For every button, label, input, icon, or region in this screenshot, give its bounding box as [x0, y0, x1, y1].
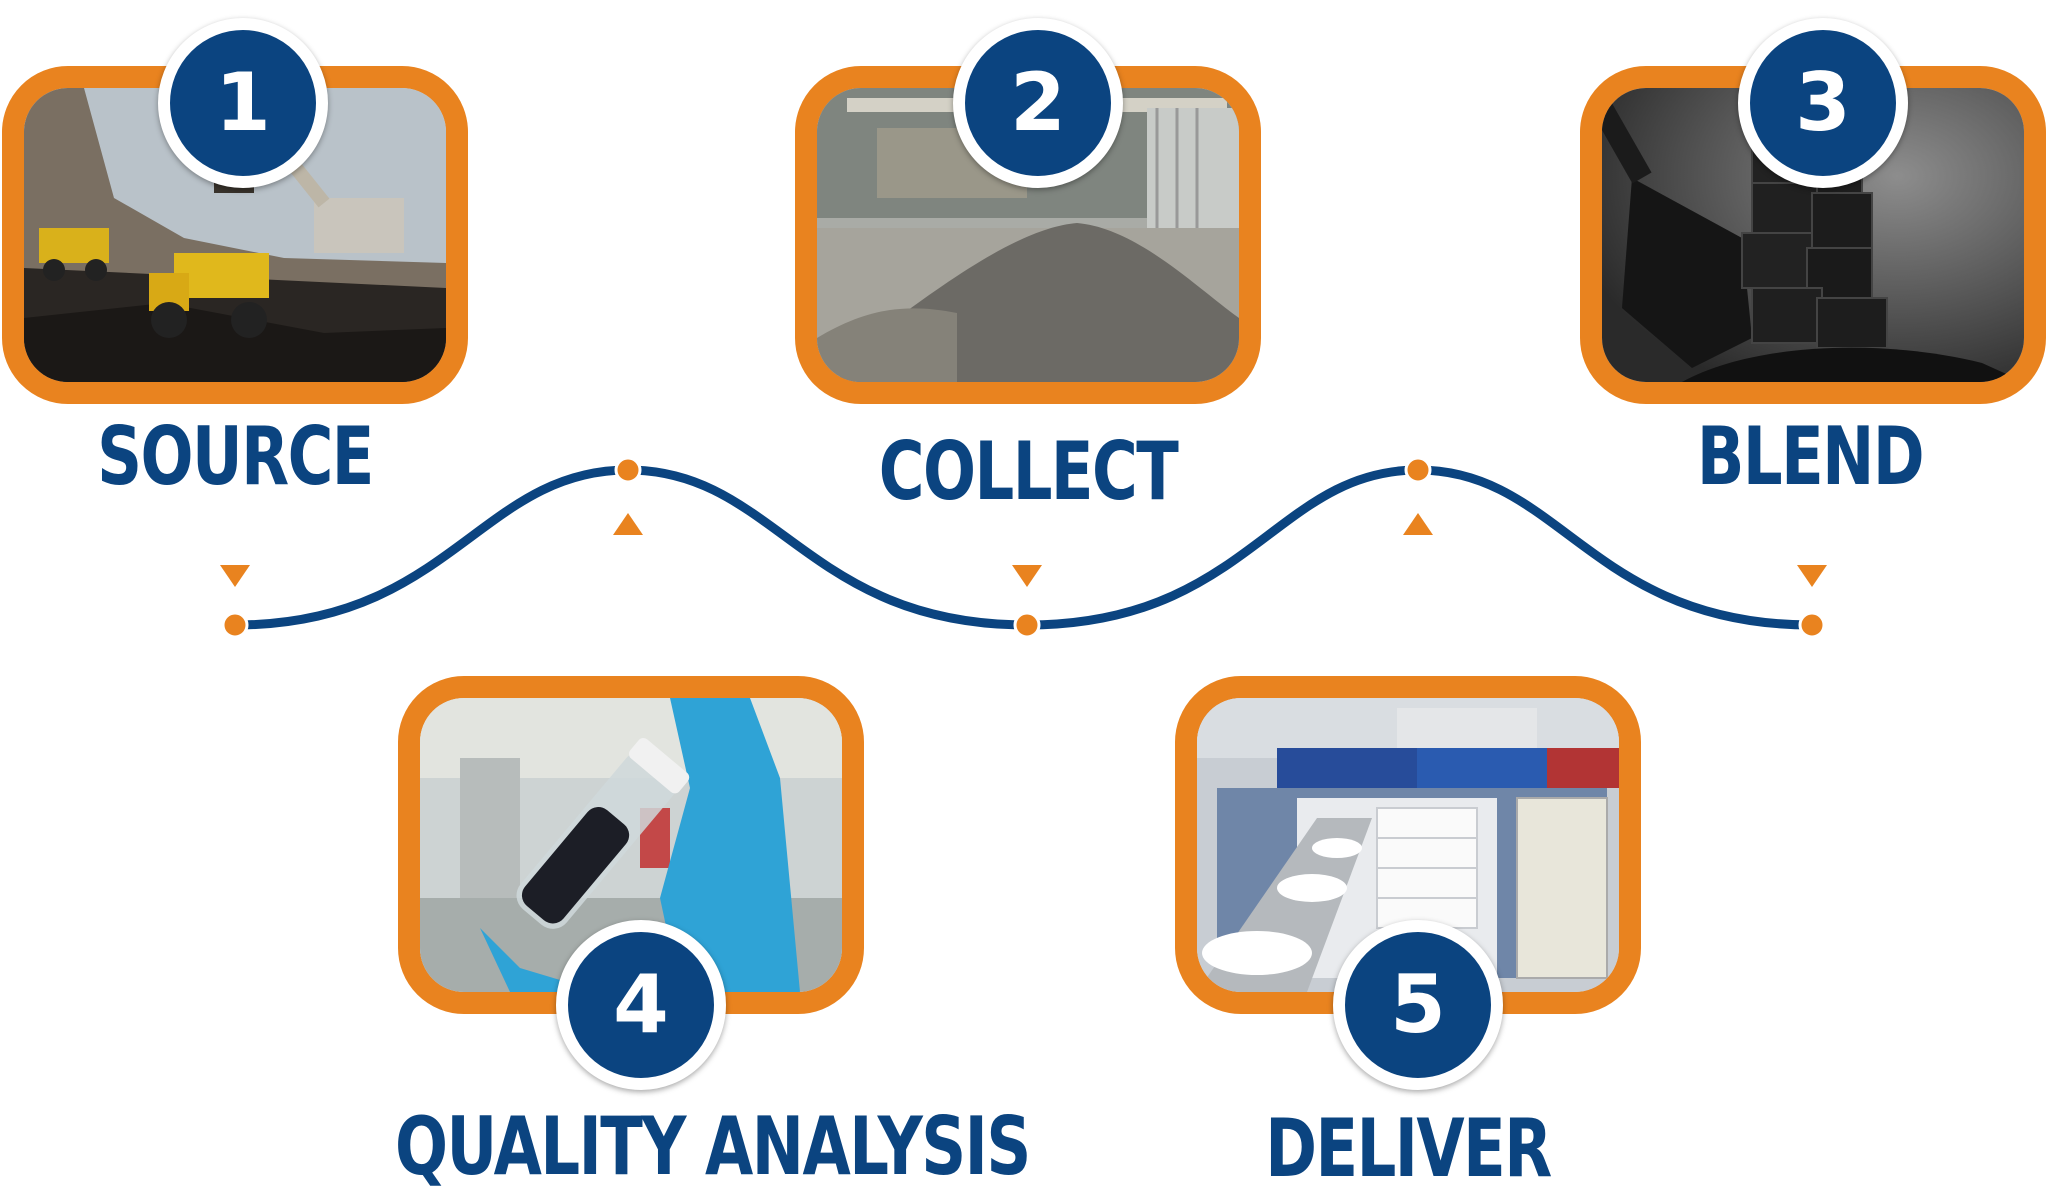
step-5-number: 5 [1390, 958, 1446, 1051]
step-5-number-badge: 5 [1333, 920, 1503, 1090]
path-dot-2 [614, 456, 642, 484]
step-2-number-badge: 2 [953, 18, 1123, 188]
step-3-label: BLEND [1696, 410, 1925, 503]
path-dot-1 [221, 611, 249, 639]
path-dot-3 [1013, 611, 1041, 639]
arrow-up-icon [1403, 513, 1433, 535]
arrow-down-icon [220, 565, 250, 587]
path-dot-4 [1404, 456, 1432, 484]
step-1-photo [2, 66, 468, 404]
arrow-up-icon [613, 513, 643, 535]
step-2-label: COLLECT [878, 425, 1179, 518]
step-1-label: SOURCE [97, 410, 374, 503]
step-4-number-badge: 4 [556, 920, 726, 1090]
step-4-label: QUALITY ANALYSIS [395, 1100, 1031, 1193]
step-5-label: DELIVER [1265, 1102, 1552, 1195]
arrow-down-icon [1797, 565, 1827, 587]
step-4-number: 4 [613, 958, 669, 1051]
arrow-down-icon [1012, 565, 1042, 587]
path-dot-5 [1798, 611, 1826, 639]
step-4-photo [398, 676, 864, 1014]
step-2-number: 2 [1010, 56, 1066, 149]
step-3-number: 3 [1795, 56, 1851, 149]
step-1-number-badge: 1 [158, 18, 328, 188]
step-1-number: 1 [215, 56, 271, 149]
step-5-photo [1175, 676, 1641, 1014]
step-3-number-badge: 3 [1738, 18, 1908, 188]
